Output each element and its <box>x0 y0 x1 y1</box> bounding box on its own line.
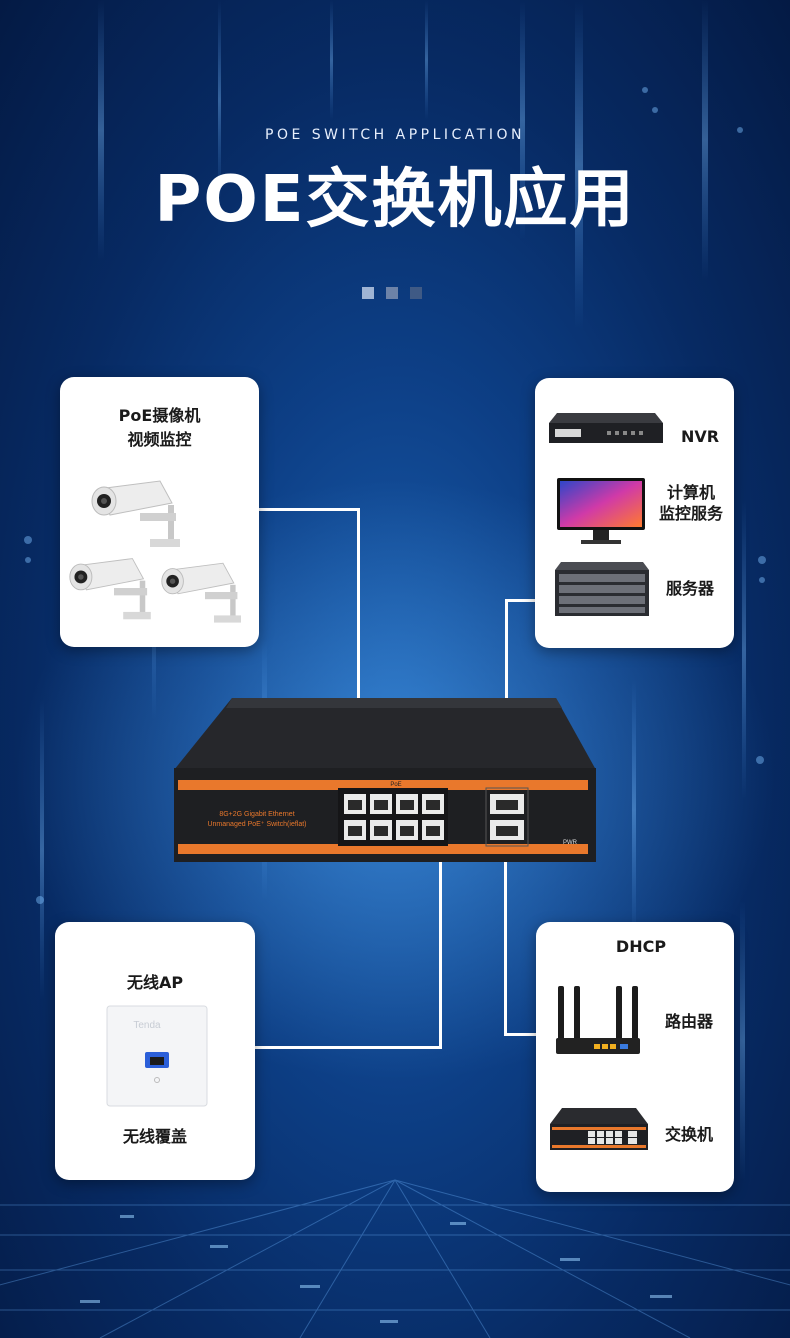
recording-card: NVR 计算机 监控服务 服务器 <box>535 378 734 648</box>
slide-indicator <box>362 287 422 299</box>
switch-label: 交换机 <box>664 1125 713 1144</box>
cctv-camera-icon <box>161 562 241 623</box>
camera-title-line2: 视频监控 <box>127 430 192 449</box>
computer-label-line1: 计算机 <box>666 483 715 502</box>
connector-recording-v <box>505 599 508 785</box>
wireless-card: 无线AP Tenda 无线覆盖 <box>55 922 255 1180</box>
ap-brand-label: Tenda <box>133 1020 161 1031</box>
switch-poe-tag: PoE <box>390 782 401 788</box>
connector-wireless-v <box>439 851 442 1049</box>
monitor-icon <box>557 478 645 544</box>
router-icon <box>556 986 640 1054</box>
cctv-camera-icon <box>69 558 151 620</box>
connector-recording-h <box>505 599 535 602</box>
router-label: 路由器 <box>664 1012 713 1031</box>
wireless-ap-icon: Tenda <box>106 1005 208 1107</box>
switch-icon <box>550 1108 648 1150</box>
camera-title-line1: PoE摄像机 <box>118 406 201 425</box>
indicator-dot <box>386 287 398 299</box>
nvr-icon <box>549 413 663 443</box>
dhcp-title: DHCP <box>615 937 667 956</box>
server-label: 服务器 <box>665 579 714 598</box>
nvr-label: NVR <box>680 427 720 446</box>
wireless-caption: 无线覆盖 <box>122 1127 187 1146</box>
indicator-dot <box>362 287 374 299</box>
wireless-title: 无线AP <box>126 973 184 992</box>
connector-camera-v <box>357 508 360 784</box>
computer-label-line2: 监控服务 <box>658 504 723 523</box>
poe-switch-image: 8G+2G Gigabit Ethernet Unmanaged PoE⁺ Sw… <box>174 698 596 862</box>
connector-network-h <box>504 1033 536 1036</box>
connector-network-v <box>504 851 507 1036</box>
switch-pwr-tag: PWR <box>563 840 578 846</box>
page-title: POE交换机应用 <box>154 163 636 237</box>
header-subtitle: POE SWITCH APPLICATION <box>265 127 525 143</box>
camera-card: PoE摄像机 视频监控 <box>60 377 259 647</box>
connector-camera-h <box>259 508 359 511</box>
switch-label-line1: 8G+2G Gigabit Ethernet <box>219 811 294 818</box>
server-icon <box>555 562 649 616</box>
switch-label-line2: Unmanaged PoE⁺ Switch(ieflat) <box>207 821 306 828</box>
cctv-camera-icon <box>91 480 180 547</box>
indicator-dot <box>410 287 422 299</box>
network-card: DHCP 路由器 交换机 <box>536 922 734 1192</box>
connector-wireless-h <box>255 1046 442 1049</box>
